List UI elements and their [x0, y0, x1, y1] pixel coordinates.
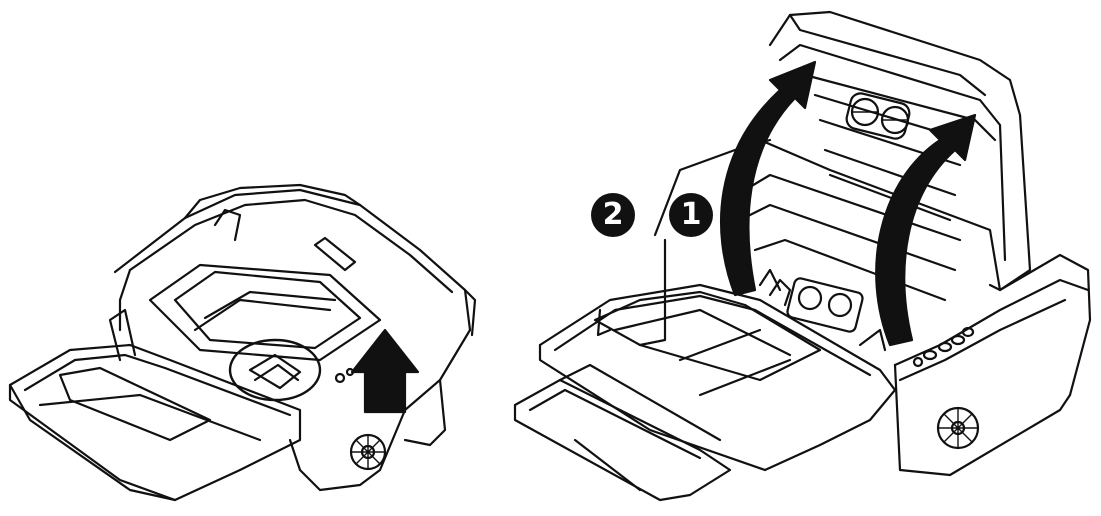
- open-cover-arrow-left: [720, 60, 817, 297]
- up-arrow-icon: [350, 328, 420, 414]
- step-2-badge: 2: [591, 193, 635, 237]
- step-1-badge: 1: [669, 193, 713, 237]
- step-2-number: 2: [602, 197, 624, 232]
- right-scanner-illustration: [513, 10, 1092, 502]
- left-scanner-illustration: [8, 183, 477, 502]
- step-1-number: 1: [680, 197, 702, 232]
- open-cover-arrow-right: [875, 113, 977, 347]
